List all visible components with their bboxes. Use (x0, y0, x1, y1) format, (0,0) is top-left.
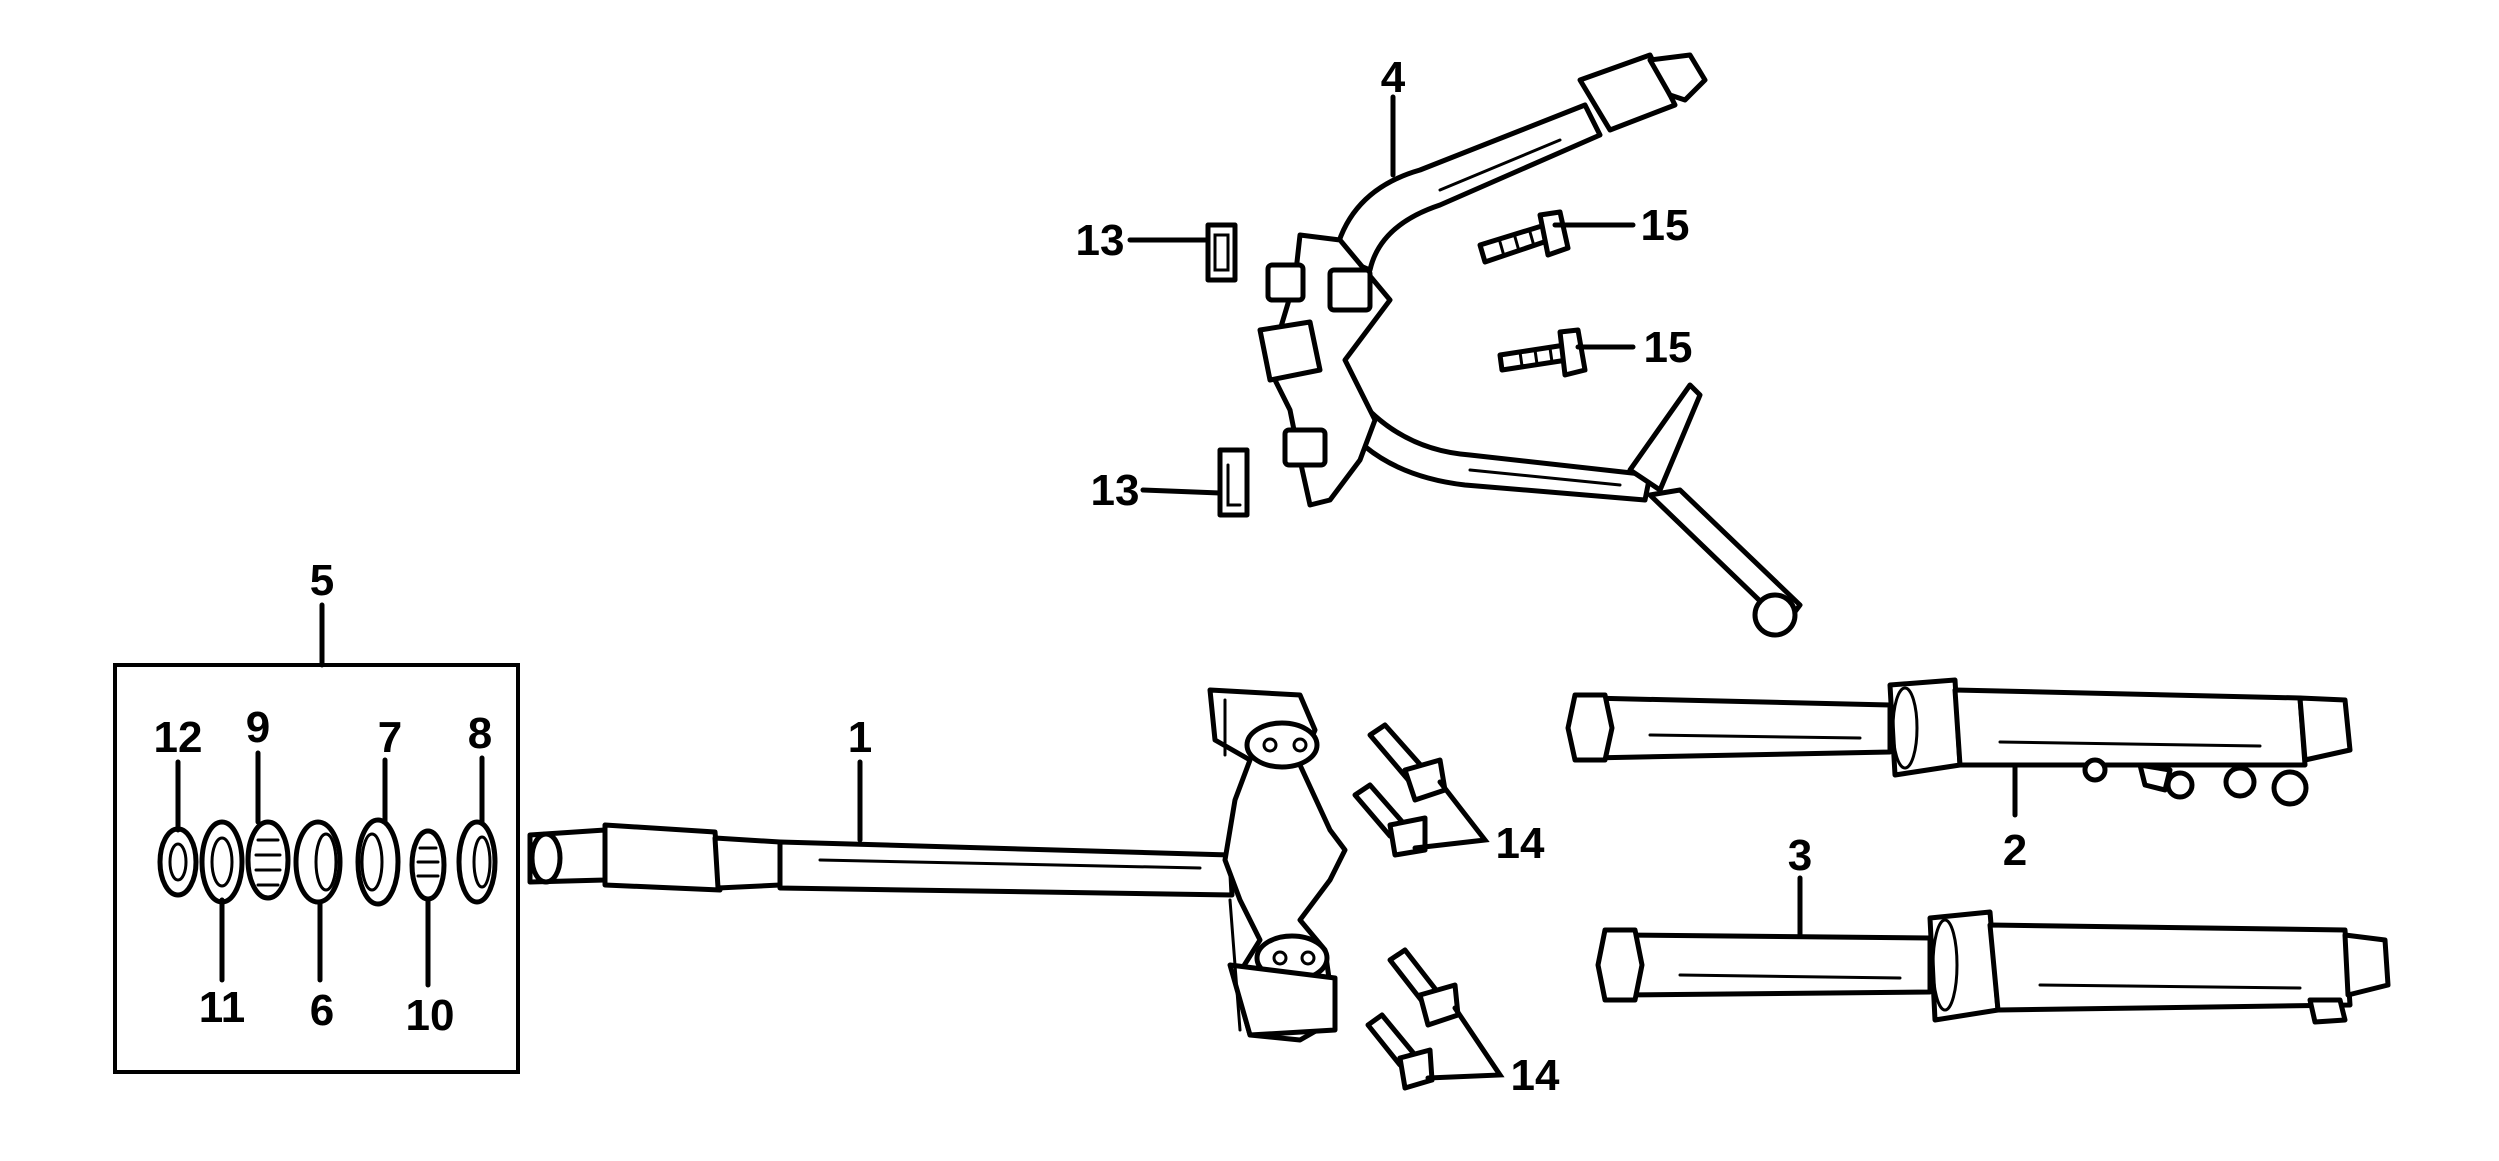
callout-11: 11 (199, 983, 246, 1032)
bearing-cone-12[interactable] (157, 826, 199, 898)
callout-3: 3 (1788, 831, 1812, 880)
callout-12: 12 (154, 713, 203, 762)
clamp-bolt-1[interactable] (1367, 722, 1448, 803)
main-stand[interactable] (1257, 52, 1803, 638)
callout-labels: 4 13 13 15 15 5 12 9 7 8 11 6 10 1 2 3 1… (154, 53, 2028, 1100)
fork-leg-left[interactable] (1595, 909, 2391, 1025)
callout-15-lower: 15 (1644, 323, 1693, 372)
bearing-race-11[interactable] (199, 819, 245, 905)
callout-1: 1 (848, 713, 872, 762)
callout-8: 8 (468, 709, 492, 758)
callout-13-lower: 13 (1091, 466, 1140, 515)
callout-14-lower: 14 (1511, 1051, 1560, 1100)
stand-clip-upper[interactable] (1205, 222, 1238, 283)
callout-15-upper: 15 (1641, 201, 1690, 250)
bearing-cup-6[interactable] (293, 819, 343, 905)
callout-2: 2 (2003, 826, 2027, 875)
ball-retainer-10[interactable] (409, 828, 447, 902)
top-cone-race-8[interactable] (456, 819, 498, 905)
callout-10: 10 (406, 991, 455, 1040)
callout-6: 6 (310, 986, 334, 1035)
clamp-bolt-3[interactable] (1387, 947, 1461, 1028)
callout-14-upper: 14 (1496, 819, 1545, 868)
ball-retainer-9[interactable] (245, 819, 291, 901)
bearing-kit-box (113, 663, 520, 1074)
stand-clip-lower[interactable] (1217, 447, 1250, 518)
stand-bolt-lower[interactable] (1497, 327, 1588, 378)
clamp-bolt-4[interactable] (1365, 1012, 1435, 1091)
bearing-cup-7[interactable] (355, 817, 401, 907)
callout-5: 5 (310, 556, 334, 605)
clamp-bolt-2[interactable] (1352, 782, 1428, 858)
callout-4: 4 (1381, 53, 1406, 102)
fork-leg-right[interactable] (1565, 677, 2353, 807)
leader-lines (175, 94, 2018, 1081)
steering-stem[interactable] (527, 687, 1348, 1043)
stand-bolt-upper[interactable] (1477, 209, 1571, 265)
callout-9: 9 (246, 703, 270, 752)
callout-13-upper: 13 (1076, 216, 1125, 265)
callout-7: 7 (378, 713, 402, 762)
